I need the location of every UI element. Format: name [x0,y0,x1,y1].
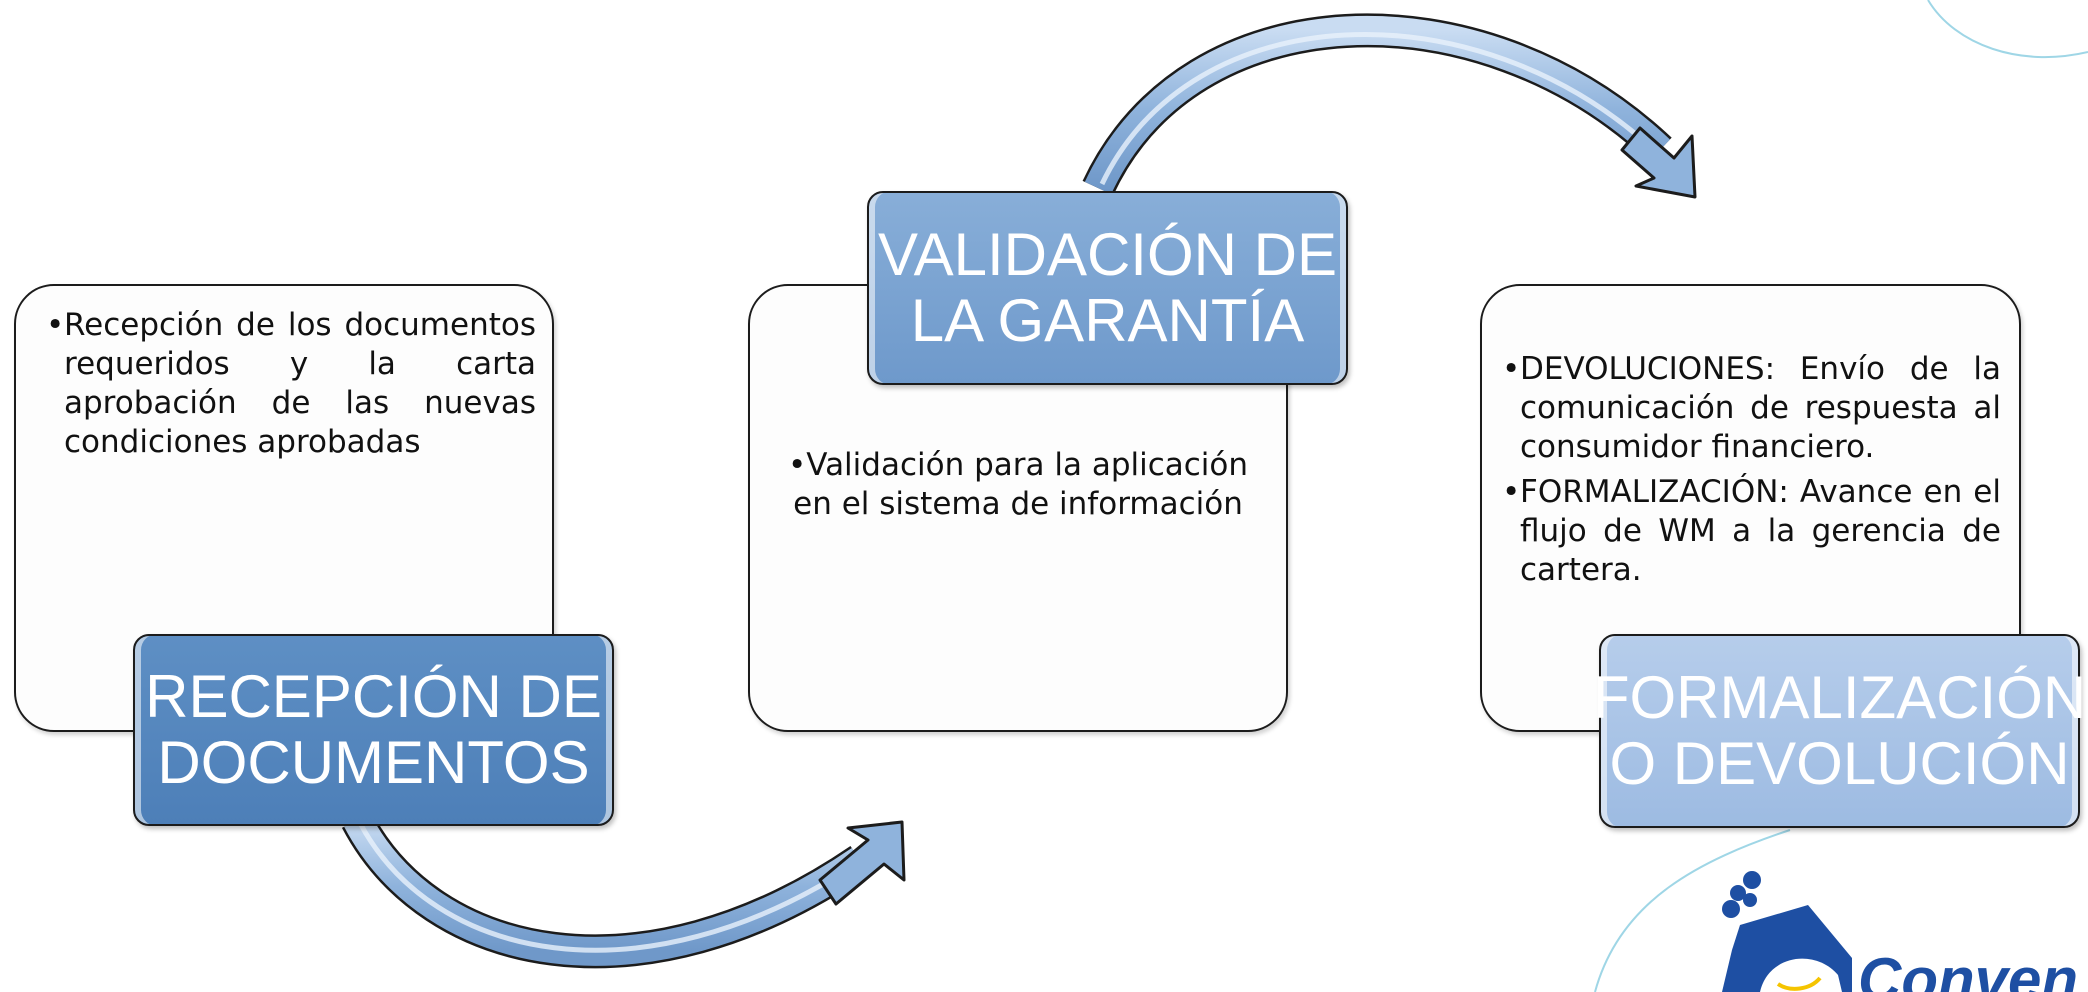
arrow-step1-to-step2 [341,811,906,969]
arrow-step2-to-step3 [1082,13,1697,199]
decorative-curve-bottom-right [1594,829,1791,992]
step-2-title-line1: VALIDACIÓN DE [878,221,1337,288]
step-3-title-line1: FORMALIZACIÓN [1592,664,2087,731]
step-3-title-line2: O DEVOLUCIÓN [1609,730,2070,797]
step-3-title-box: FORMALIZACIÓN O DEVOLUCIÓN [1593,634,2086,828]
step-2-bullet-list: Validación para la aplicación en el sist… [772,446,1264,524]
step-1-bullet: Recepción de los documentos requeridos y… [46,306,536,462]
step-1-bullet-list: Recepción de los documentos requeridos y… [46,306,536,462]
step-1-title-box: RECEPCIÓN DE DOCUMENTOS [133,634,614,826]
step-3-bullet-formalizacion: FORMALIZACIÓN: Avance en el flujo de WM … [1502,473,2001,590]
step-3-bullet-list: DEVOLUCIONES: Envío de la comunicación d… [1502,350,2001,590]
step-1-title-line2: DOCUMENTOS [157,729,590,796]
step-2-bullet: Validación para la aplicación en el sist… [772,446,1264,524]
decorative-curve-top-right [1927,0,2088,59]
step-2-title-box: VALIDACIÓN DE LA GARANTÍA [867,191,1348,385]
step-2-title-line2: LA GARANTÍA [910,287,1305,354]
step-1-title-line1: RECEPCIÓN DE [145,663,602,730]
step-3-bullet-devoluciones: DEVOLUCIONES: Envío de la comunicación d… [1502,350,2001,467]
